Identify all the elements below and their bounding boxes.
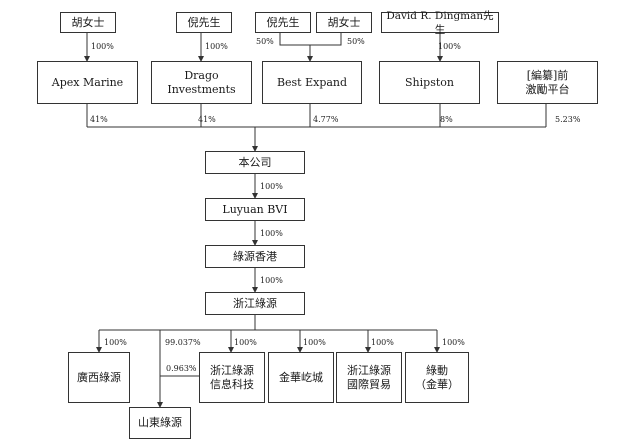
entity-apex-marine: Apex Marine (37, 61, 138, 104)
entity-lvdong-jinhua: 綠動 （金華） (405, 352, 469, 403)
pct-company-bvi: 100% (260, 182, 283, 191)
pct-zj-guangxi: 100% (104, 338, 127, 347)
pct-hu-apex: 100% (91, 42, 114, 51)
entity-shandong-luyuan: 山東綠源 (129, 407, 191, 439)
entity-zhejiang-luyuan: 浙江綠源 (205, 292, 305, 315)
pct-dingman-shipston: 100% (438, 42, 461, 51)
pct-infotech-shandong: 0.963% (166, 364, 197, 373)
entity-jinhua-qicheng: 金華屹城 (268, 352, 334, 403)
entity-luyuan-hk: 綠源香港 (205, 245, 305, 268)
entity-zj-info-tech: 浙江綠源 信息科技 (199, 352, 265, 403)
pct-zj-trade: 100% (371, 338, 394, 347)
pct-zj-infotech: 100% (234, 338, 257, 347)
entity-incentive-platform: [編纂]前 激勵平台 (497, 61, 598, 104)
pct-hk-zhejiang: 100% (260, 276, 283, 285)
shareholder-ni-drago: 倪先生 (176, 12, 232, 33)
pct-incentive-company: 5.23% (555, 115, 581, 124)
pct-drago-company: 41% (198, 115, 216, 124)
pct-bvi-hk: 100% (260, 229, 283, 238)
pct-shipston-company: 8% (440, 115, 453, 124)
entity-luyuan-bvi: Luyuan BVI (205, 198, 305, 221)
shareholder-ni-best: 倪先生 (255, 12, 311, 33)
pct-zj-lvdong: 100% (442, 338, 465, 347)
shareholder-dingman: David R. Dingman先生 (381, 10, 499, 36)
entity-guangxi-luyuan: 廣西綠源 (68, 352, 130, 403)
entity-company: 本公司 (205, 151, 305, 174)
pct-ni-best: 50% (256, 37, 274, 46)
pct-apex-company: 41% (90, 115, 108, 124)
pct-zj-shandong: 99.037% (165, 338, 201, 347)
pct-zj-jinhua: 100% (303, 338, 326, 347)
shareholder-hu-best: 胡女士 (316, 12, 372, 33)
entity-zj-intl-trade: 浙江綠源 國際貿易 (336, 352, 402, 403)
pct-hu-best: 50% (347, 37, 365, 46)
pct-ni-drago: 100% (205, 42, 228, 51)
entity-shipston: Shipston (379, 61, 480, 104)
shareholder-hu-apex: 胡女士 (60, 12, 116, 33)
pct-best-company: 4.77% (313, 115, 339, 124)
entity-best-expand: Best Expand (262, 61, 362, 104)
entity-drago-investments: Drago Investments (151, 61, 252, 104)
